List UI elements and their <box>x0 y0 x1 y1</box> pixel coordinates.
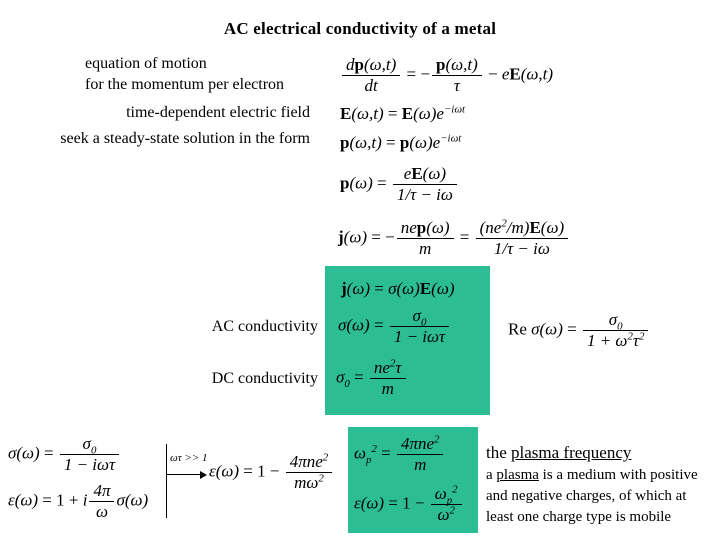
label-dc-conductivity: DC conductivity <box>211 370 318 387</box>
divider-line <box>166 444 167 518</box>
label-equation-of-motion-line1: equation of motion <box>85 55 207 72</box>
plasma-line1-prefix: a <box>486 467 497 483</box>
plasma-definition-line3: least one charge type is mobile <box>486 509 672 525</box>
plasma-heading-prefix: the <box>486 443 512 462</box>
label-equation-of-motion: equation of motion for the momentum per … <box>85 53 284 95</box>
plasma-line1-rest: is a medium with positive <box>538 467 698 483</box>
equation-e-field: E(ω,t) = E(ω)e−iωt <box>340 103 466 123</box>
equation-momentum: p(ω) = eE(ω)1/τ − iω <box>340 164 459 205</box>
label-steady-state: seek a steady-state solution in the form <box>60 130 310 147</box>
limit-arrow <box>167 474 201 475</box>
label-ac-conductivity: AC conductivity <box>211 318 318 335</box>
plasma-line1-term: plasma <box>496 467 539 483</box>
plasma-definition-line1: a plasma is a medium with positive <box>486 465 720 486</box>
equation-steady-state: p(ω,t) = p(ω)e−iωt <box>340 132 462 152</box>
plasma-heading: the plasma frequency <box>486 441 720 464</box>
slide-title: AC electrical conductivity of a metal <box>223 19 497 38</box>
plasma-definition: the plasma frequency a plasma is a mediu… <box>486 441 720 528</box>
plasma-definition-line2: and negative charges, of which at <box>486 488 687 504</box>
equation-of-motion: dp(ω,t)dt = −p(ω,t)τ − eE(ω,t) <box>340 55 553 96</box>
equation-current: j(ω) = −nep(ω)m = (ne2/m)E(ω)1/τ − iω <box>338 218 570 259</box>
label-equation-of-motion-line2: for the momentum per electron <box>85 76 285 93</box>
limit-condition: ωτ >> 1 <box>170 452 208 464</box>
equation-ohms-law: j(ω) = σ(ω)E(ω) <box>341 279 455 298</box>
arrow-right-icon <box>200 471 207 479</box>
plasma-heading-term: plasma frequency <box>511 443 632 462</box>
label-time-dependent-field: time-dependent electric field <box>126 104 310 121</box>
